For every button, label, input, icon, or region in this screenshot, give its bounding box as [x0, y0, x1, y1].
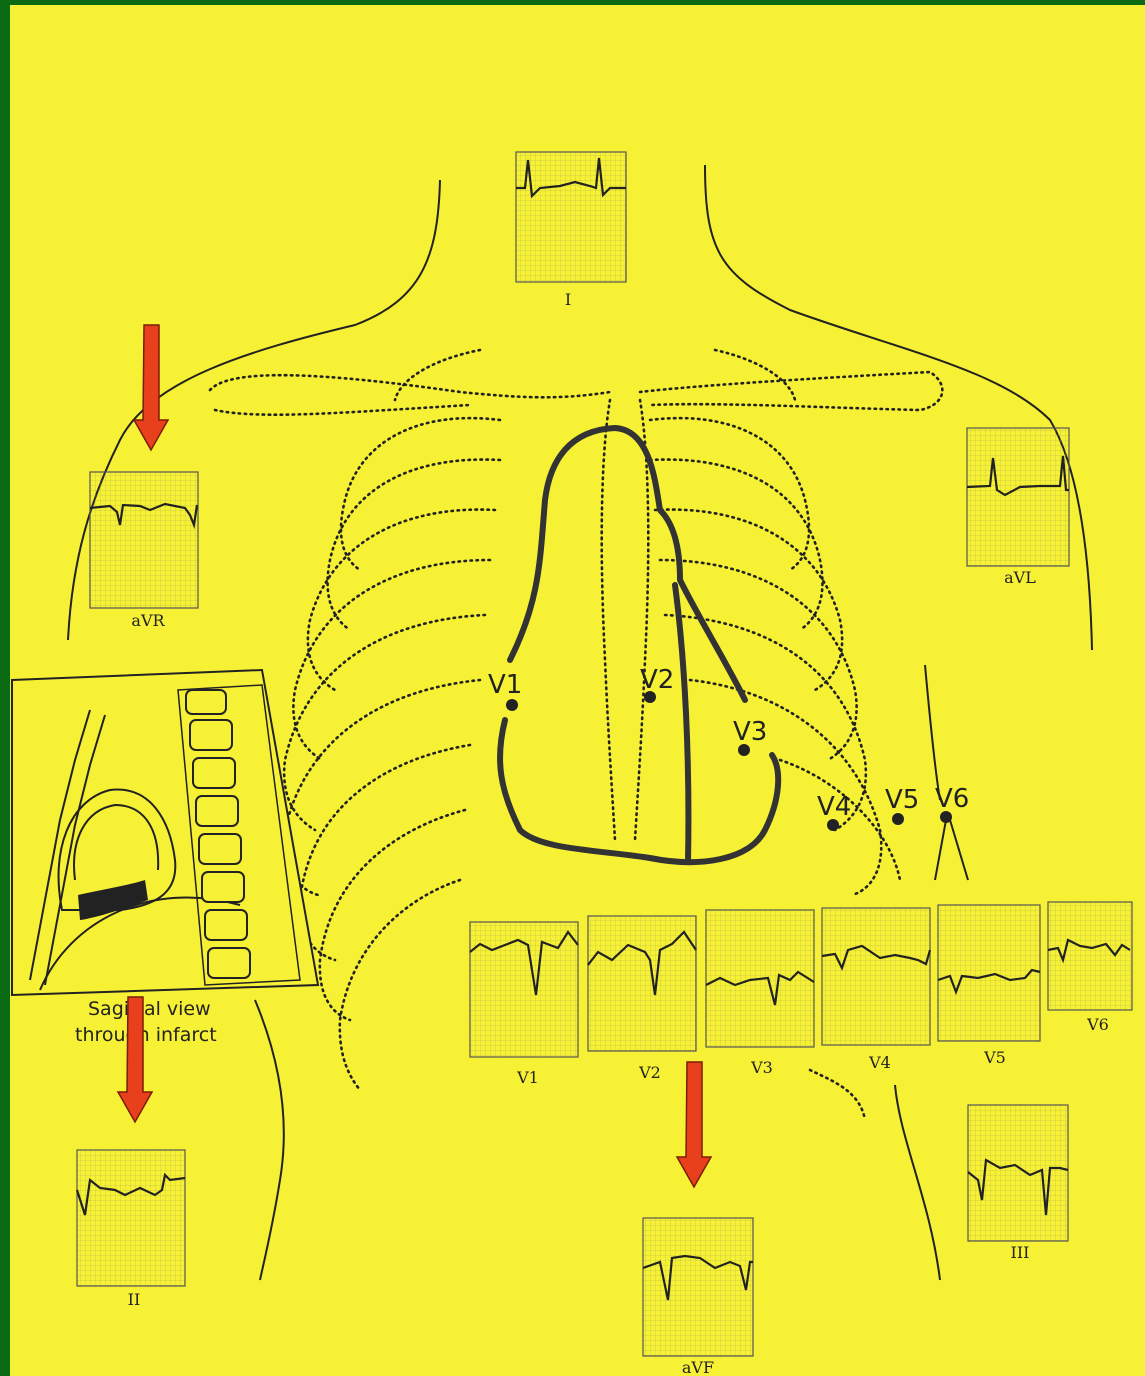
ecg-strip-V1: V1 — [470, 922, 578, 1087]
electrode-v2-label: V2 — [640, 665, 674, 695]
ecg-strip-aVL: aVL — [967, 428, 1069, 587]
left-clavicle — [210, 375, 610, 397]
lead-label-aVF: aVF — [682, 1358, 714, 1376]
electrode-v6: V6 — [935, 784, 969, 880]
electrode-v5-label: V5 — [885, 785, 919, 815]
sagittal-inset: Sagittal view through infarct — [12, 670, 318, 1046]
ecg-strip-III: III — [968, 1105, 1068, 1262]
lead-label-III: III — [1011, 1243, 1030, 1262]
ecg-strip-V5: V5 — [938, 905, 1040, 1067]
electrode-v2: V2 — [640, 665, 674, 703]
ecg-strip-V4: V4 — [822, 908, 930, 1072]
electrode-v6-label: V6 — [935, 784, 969, 814]
lead-label-V5: V5 — [983, 1048, 1006, 1067]
precordial-lead-strips: V1 V2 V3 V4 V5 — [470, 902, 1132, 1087]
lead-label-V1: V1 — [516, 1068, 539, 1087]
left-flank-line — [255, 1000, 284, 1280]
lead-label-V3: V3 — [750, 1058, 773, 1077]
lead-label-V2: V2 — [638, 1063, 661, 1082]
electrode-v1: V1 — [488, 670, 522, 711]
inset-caption-line1: Sagittal view — [88, 998, 211, 1020]
right-axilla-line — [925, 665, 940, 800]
electrode-v5: V5 — [885, 785, 919, 825]
lead-label-II: II — [128, 1290, 141, 1309]
right-flank-line — [895, 1085, 940, 1280]
heart-outline — [500, 428, 778, 862]
inset-caption-line2: through infarct — [75, 1024, 217, 1046]
lead-label-aVL: aVL — [1004, 568, 1036, 587]
electrode-v4: V4 — [817, 792, 851, 831]
ecg-strip-I: I — [516, 152, 626, 309]
lead-label-V4: V4 — [868, 1053, 891, 1072]
lead-label-V6: V6 — [1086, 1015, 1109, 1034]
ecg-strip-V3: V3 — [706, 910, 814, 1077]
lead-label-aVR: aVR — [131, 611, 165, 630]
electrode-v4-label: V4 — [817, 792, 851, 822]
electrode-v1-label: V1 — [488, 670, 522, 700]
ecg-strip-V2: V2 — [588, 916, 696, 1082]
arrow-to-aVF — [677, 1062, 711, 1187]
ecg-strip-aVR: aVR — [90, 472, 198, 630]
right-clavicle — [640, 372, 942, 410]
ecg-strip-V6: V6 — [1048, 902, 1132, 1034]
arrow-to-aVR — [134, 325, 168, 450]
lead-label-I: I — [565, 290, 571, 309]
ecg-strip-aVF: aVF — [643, 1218, 753, 1376]
ecg-strip-II: II — [77, 1150, 185, 1309]
electrode-v3: V3 — [733, 717, 767, 756]
electrode-v3-label: V3 — [733, 717, 767, 747]
